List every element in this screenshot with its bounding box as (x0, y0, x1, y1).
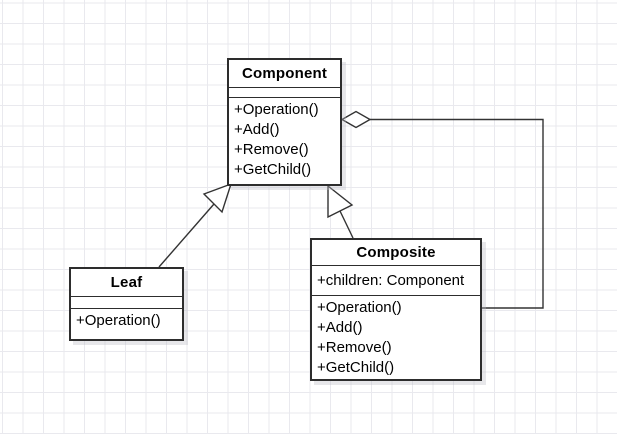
hollow-diamond-marker (340, 110, 372, 129)
class-methods-section: +Operation() +Add() +Remove() +GetChild(… (229, 98, 340, 184)
generalization-composite-to-component[interactable] (327, 184, 354, 239)
method: +Remove() (234, 141, 309, 158)
class-methods-section: +Operation() (71, 309, 182, 339)
method: +GetChild() (317, 359, 395, 376)
uml-class-composite[interactable]: Composite +children: Component +Operatio… (310, 238, 482, 381)
hollow-triangle-arrowhead (202, 182, 233, 214)
method: +Add() (317, 319, 363, 336)
uml-class-leaf[interactable]: Leaf +Operation() (69, 267, 184, 341)
attribute: +children: Component (317, 271, 465, 289)
class-attributes-section (71, 297, 182, 309)
generalization-leaf-to-component[interactable] (158, 182, 233, 268)
method: +Remove() (317, 339, 392, 356)
class-title: Composite (312, 240, 480, 266)
aggregation-component-composite[interactable] (340, 110, 544, 309)
hollow-triangle-arrowhead (327, 184, 354, 219)
class-attributes-section (229, 88, 340, 98)
method: +Add() (234, 121, 280, 138)
method: +Operation() (317, 299, 402, 316)
method: +Operation() (234, 101, 319, 118)
class-methods-section: +Operation() +Add() +Remove() +GetChild(… (312, 296, 480, 379)
class-title: Component (229, 60, 340, 88)
method: +GetChild() (234, 161, 312, 178)
uml-class-component[interactable]: Component +Operation() +Add() +Remove() … (227, 58, 342, 186)
class-title: Leaf (71, 269, 182, 297)
method: +Operation() (76, 312, 161, 329)
class-attributes-section: +children: Component (312, 266, 480, 296)
